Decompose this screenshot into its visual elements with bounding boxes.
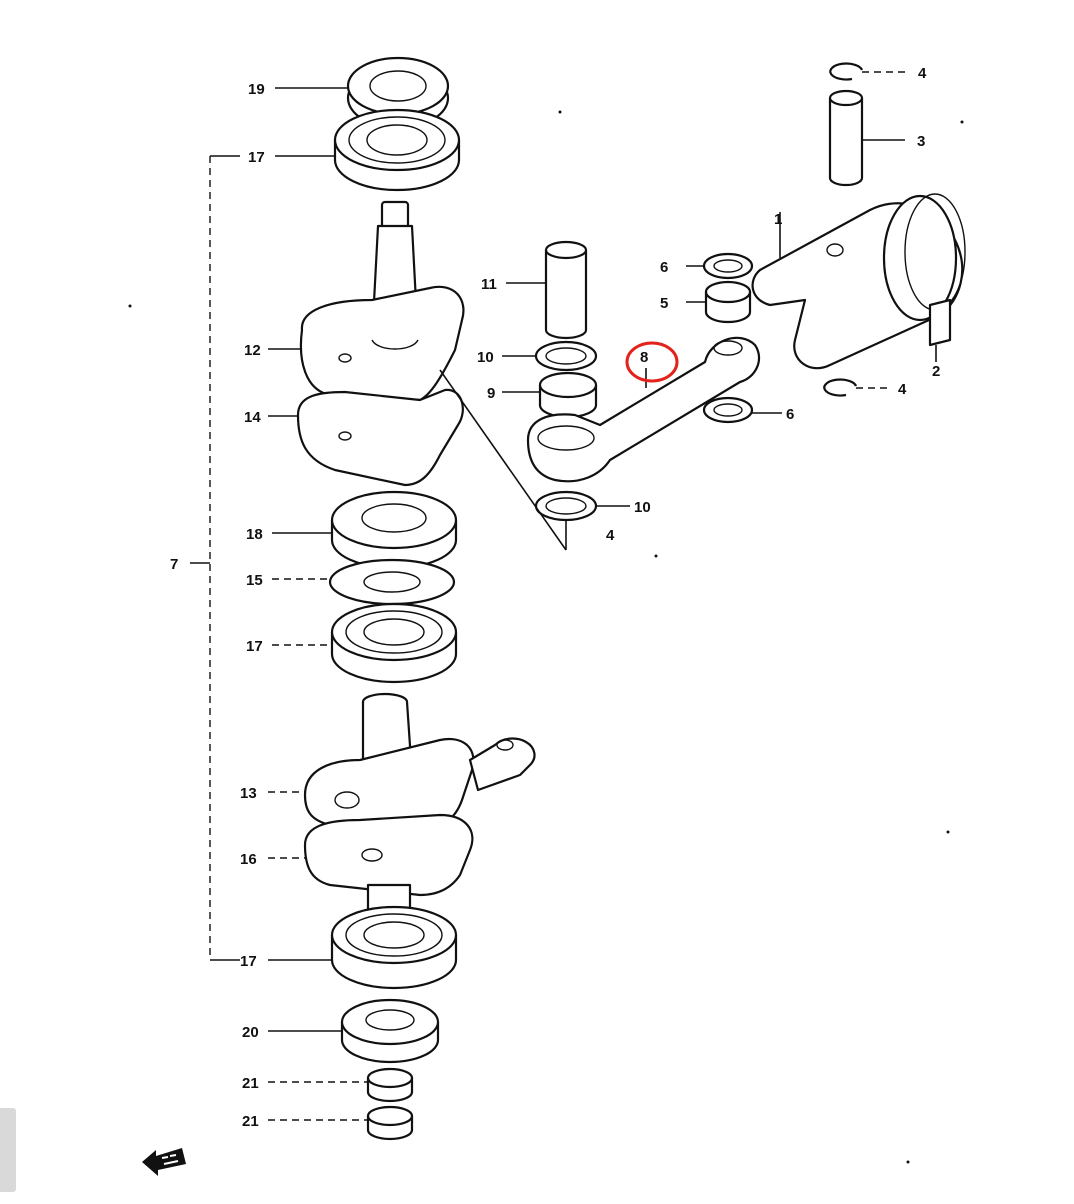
part-11-crank-pin — [544, 240, 588, 340]
label-11: 11 — [481, 276, 497, 293]
group-bracket-7 — [190, 155, 240, 961]
label-9: 9 — [487, 385, 495, 402]
label-17-bottom: 17 — [240, 953, 257, 970]
label-21-a: 21 — [242, 1075, 259, 1092]
part-20-oil-seal — [340, 998, 440, 1064]
label-4-ref: 4 — [606, 527, 615, 544]
part-8-connecting-rod — [526, 336, 761, 483]
part-6-washer-top — [702, 252, 754, 280]
part-15-washer — [328, 558, 456, 606]
label-10-bottom: 10 — [634, 499, 651, 516]
label-5: 5 — [660, 295, 668, 312]
label-8: 8 — [640, 349, 648, 366]
label-15: 15 — [246, 572, 263, 589]
label-1: 1 — [774, 211, 782, 228]
label-20: 20 — [242, 1024, 259, 1041]
part-1-piston — [751, 193, 966, 370]
part-3-piston-pin — [828, 89, 864, 187]
reference-lines — [439, 369, 567, 551]
part-4-circlip-top — [829, 62, 864, 81]
label-10-top: 10 — [477, 349, 494, 366]
label-18: 18 — [246, 526, 263, 543]
label-6-bottom: 6 — [786, 406, 794, 423]
part-12-14-upper-crank — [296, 200, 465, 487]
scan-specks — [128, 110, 964, 1164]
label-19: 19 — [248, 81, 265, 98]
part-5-small-end-bearing — [704, 280, 752, 324]
part-10-washer-bottom — [534, 490, 598, 522]
label-17-top: 17 — [248, 149, 265, 166]
label-14: 14 — [244, 409, 261, 426]
part-21-bushing-a — [366, 1067, 414, 1103]
part-6-washer-bottom — [702, 396, 754, 424]
part-9-needle-bearing — [538, 371, 598, 419]
part-labels: 19 17 12 14 18 15 17 7 13 16 17 20 21 21… — [170, 65, 940, 1130]
label-13: 13 — [240, 785, 257, 802]
label-4-bottom: 4 — [898, 381, 907, 398]
label-7: 7 — [170, 556, 178, 573]
leader-lines — [268, 71, 937, 1121]
label-4-top: 4 — [918, 65, 927, 82]
highlight-circle — [625, 341, 679, 383]
part-17-bearing-mid — [330, 602, 458, 684]
label-6-top: 6 — [660, 259, 668, 276]
label-17-mid: 17 — [246, 638, 263, 655]
label-16: 16 — [240, 851, 257, 868]
side-tab[interactable] — [0, 1108, 16, 1192]
label-3: 3 — [917, 133, 925, 150]
part-2-piston-rings — [928, 298, 952, 347]
part-13-16-lower-crank — [303, 692, 536, 915]
part-21-bushing-b — [366, 1105, 414, 1141]
label-12: 12 — [244, 342, 261, 359]
part-4-circlip-bottom — [823, 378, 858, 397]
part-17-bearing-top — [333, 108, 461, 192]
label-2: 2 — [932, 363, 940, 380]
label-21-b: 21 — [242, 1113, 259, 1130]
part-17-bearing-bottom — [330, 905, 458, 990]
front-arrow-icon — [142, 1148, 186, 1176]
part-18-seal — [330, 490, 458, 570]
part-10-washer-top — [534, 340, 598, 372]
